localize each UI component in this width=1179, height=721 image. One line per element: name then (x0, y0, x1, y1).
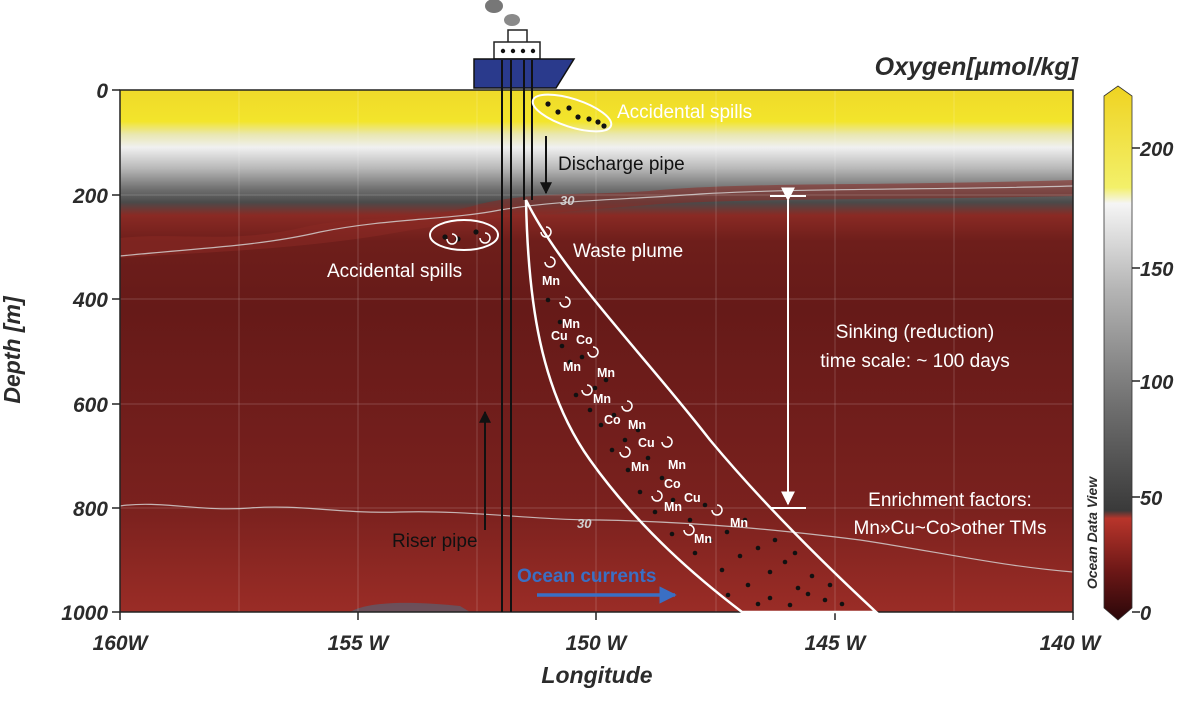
plume-element: Mn (597, 366, 615, 380)
colorbar-tick-label: 0 (1140, 603, 1151, 625)
bottom-low-oxygen-patch (350, 602, 470, 612)
plume-element: Mn (628, 418, 646, 432)
x-tick-label: 150 W (566, 632, 629, 655)
spill-top-outline (531, 93, 613, 133)
plume-element: Co (576, 333, 593, 347)
plume-element: Mn (562, 317, 580, 331)
contour-30-lower (120, 503, 1073, 573)
y-axis-title: Depth [m] (0, 295, 25, 404)
ocean-section (120, 90, 1073, 612)
spill-left-label: Accidental spills (327, 261, 462, 282)
plume-element: Cu (638, 436, 655, 450)
y-tick-label: 600 (73, 394, 108, 417)
oxygen-field (120, 90, 1073, 612)
contour-label-lower: 30 (577, 516, 592, 531)
colorbar-title: Oxygen[µmol/kg] (875, 53, 1080, 81)
x-tick-label: 140 W (1040, 632, 1103, 655)
discharge-pipe (523, 60, 533, 200)
x-axis-title: Longitude (541, 662, 652, 688)
y-axis: 0 200 400 600 800 1000 Depth [m] (0, 80, 120, 625)
y-tick-label: 200 (72, 185, 108, 208)
colorbar-bar (1103, 85, 1133, 621)
ship-chimney (507, 29, 528, 44)
grid (120, 90, 1073, 612)
sinking-label-line2: time scale: ~ 100 days (820, 351, 1010, 372)
colorbar-tick-label: 150 (1140, 259, 1173, 281)
waste-plume-label: Waste plume (573, 241, 683, 262)
x-axis: 160W 155 W 150 W 145 W 140 W Longitude (93, 612, 1103, 688)
smoke-puff (485, 0, 503, 13)
y-tick-label: 800 (73, 498, 108, 521)
plume-element: Mn (668, 458, 686, 472)
spill-left: Accidental spills (327, 219, 499, 282)
spill-left-outline (429, 219, 499, 251)
plume-element: Cu (551, 329, 568, 343)
x-tick-label: 145 W (805, 632, 868, 655)
spill-top-label: Accidental spills (617, 102, 752, 123)
ocean-currents-label: Ocean currents (517, 566, 656, 587)
sinking-label-line1: Sinking (reduction) (836, 322, 994, 343)
riser-pipe-label: Riser pipe (392, 531, 478, 552)
discharge-pipe-label: Discharge pipe (558, 154, 685, 175)
plume-element: Mn (730, 516, 748, 530)
colorbar-tick-label: 50 (1140, 488, 1162, 510)
oxygen-minimum-boundary (120, 180, 1073, 258)
plume-element: Mn (542, 274, 560, 288)
plume-outline (524, 199, 880, 614)
y-tick-label: 1000 (61, 602, 108, 625)
plume-particles (545, 297, 845, 608)
smoke-puff (504, 14, 520, 26)
sinking-bracket (770, 187, 806, 509)
spill-top: Accidental spills (531, 93, 752, 133)
x-tick-label: 155 W (328, 632, 391, 655)
colorbar-tick-label: 200 (1139, 139, 1173, 161)
y-tick-label: 0 (96, 80, 108, 103)
contour-label-upper: 30 (560, 193, 575, 208)
y-tick-label: 400 (72, 289, 108, 312)
enrichment-label-line1: Enrichment factors: (868, 490, 1032, 511)
plume-element: Mn (593, 392, 611, 406)
plume-element: Mn (631, 460, 649, 474)
riser-pipe (501, 60, 512, 612)
colorbar-tick-label: 100 (1140, 372, 1173, 394)
plume-element: Mn (694, 532, 712, 546)
x-tick-label: 160W (93, 632, 150, 655)
plume-swirls (540, 226, 723, 536)
plume-element: Mn (563, 360, 581, 374)
ocean-data-view-watermark: Ocean Data View (1084, 476, 1100, 589)
plume-element: Co (604, 413, 621, 427)
colorbar: 200 150 100 50 0 Ocean Data View (1084, 85, 1173, 625)
waste-plume: Mn Mn Cu Co Mn Mn Mn Co Mn Cu Mn Mn Co C… (524, 199, 880, 614)
plume-element: Co (664, 477, 681, 491)
contour-30-upper (120, 185, 1073, 257)
plume-element: Mn (664, 500, 682, 514)
enrichment-label-line2: Mn»Cu~Co>other TMs (854, 518, 1047, 539)
plume-element: Cu (684, 491, 701, 505)
plume-element-labels: Mn Mn Cu Co Mn Mn Mn Co Mn Cu Mn Mn Co C… (542, 274, 748, 546)
